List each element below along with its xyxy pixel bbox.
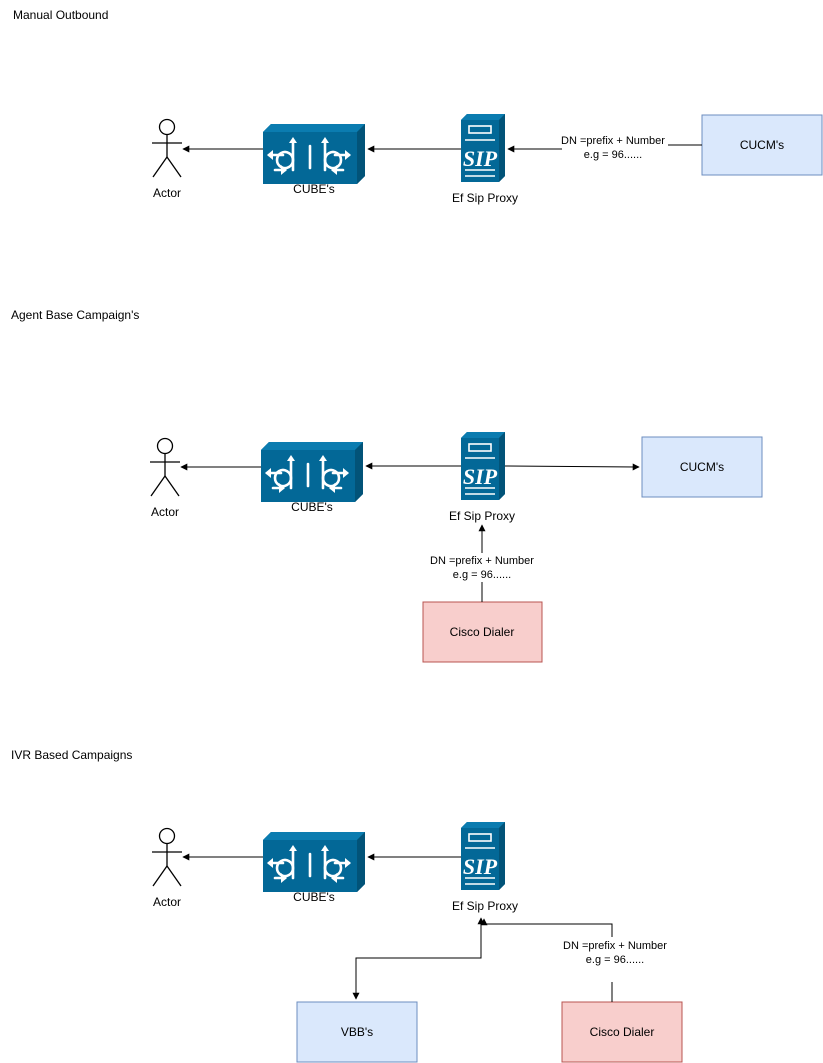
- section-title: IVR Based Campaigns: [11, 748, 132, 762]
- actor-label: Actor: [153, 895, 181, 909]
- edge-label-line2: e.g = 96......: [453, 569, 511, 581]
- proxy-label: Ef Sip Proxy: [449, 509, 515, 523]
- dialer-label: Cisco Dialer: [590, 1025, 655, 1039]
- proxy-label: Ef Sip Proxy: [452, 899, 518, 913]
- edge-proxy-vbb: [352, 917, 485, 1000]
- actor-icon: [151, 827, 183, 887]
- edge-label-line1: DN =prefix + Number: [430, 555, 534, 567]
- edge-label-line1: DN =prefix + Number: [561, 135, 665, 147]
- cucm-label: CUCM's: [680, 460, 724, 474]
- actor-label: Actor: [151, 505, 179, 519]
- sip-proxy-server-icon: [460, 821, 506, 891]
- section-title: Manual Outbound: [13, 8, 108, 22]
- proxy-label: Ef Sip Proxy: [452, 191, 518, 205]
- edge-proxy-to-cucm: [504, 463, 640, 471]
- section-manual-outbound: [151, 113, 823, 186]
- cube-router-icon: [261, 830, 367, 894]
- section-agent-base: [149, 431, 763, 663]
- actor-label: Actor: [153, 186, 181, 200]
- cube-label: CUBE's: [293, 890, 335, 904]
- cube-label: CUBE's: [293, 182, 335, 196]
- cucm-box[interactable]: [701, 114, 823, 176]
- actor-icon: [149, 437, 181, 497]
- cisco-dialer-box[interactable]: [422, 601, 543, 663]
- edge-dialer-to-proxy: [480, 918, 613, 937]
- cucm-label: CUCM's: [740, 138, 784, 152]
- cucm-box[interactable]: [641, 436, 763, 498]
- section-title: Agent Base Campaign's: [11, 308, 139, 322]
- cube-router-icon: [259, 440, 365, 504]
- actor-icon: [151, 118, 183, 178]
- dialer-label: Cisco Dialer: [450, 625, 515, 639]
- vbb-box[interactable]: [296, 1001, 418, 1063]
- edge-label-line2: e.g = 96......: [584, 149, 642, 161]
- cube-router-icon: [261, 122, 367, 186]
- sip-proxy-server-icon: [460, 113, 506, 183]
- section-ivr-based: [151, 821, 683, 1063]
- edge-label-line1: DN =prefix + Number: [563, 940, 667, 952]
- sip-proxy-server-icon: [460, 431, 506, 501]
- vbb-label: VBB's: [341, 1025, 373, 1039]
- cube-label: CUBE's: [291, 500, 333, 514]
- edge-label-line2: e.g = 96......: [586, 954, 644, 966]
- cisco-dialer-box[interactable]: [561, 1001, 683, 1063]
